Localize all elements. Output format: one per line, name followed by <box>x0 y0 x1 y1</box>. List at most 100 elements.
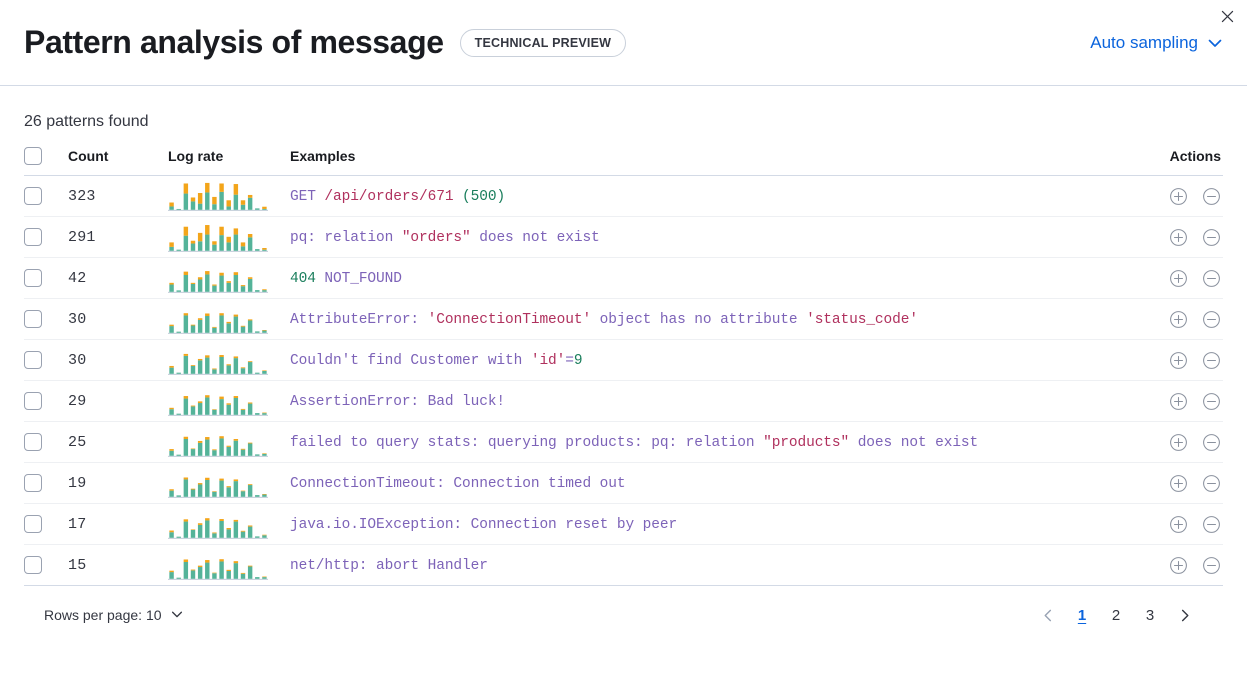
row-actions <box>1115 298 1223 340</box>
row-select-cell <box>24 503 68 545</box>
plus-circle-icon[interactable] <box>1169 228 1188 247</box>
auto-sampling-button[interactable]: Auto sampling <box>1090 33 1223 53</box>
example-token: object has no attribute <box>591 312 807 328</box>
page-button-2[interactable]: 2 <box>1101 600 1131 630</box>
row-count: 291 <box>68 216 168 258</box>
count-value: 30 <box>68 311 87 328</box>
plus-circle-icon[interactable] <box>1169 474 1188 493</box>
patterns-body: 26 patterns found Count Log rate Example… <box>0 86 1247 630</box>
row-checkbox[interactable] <box>24 392 42 410</box>
example-token: ) <box>496 189 506 205</box>
row-example: net/http: abort Handler <box>290 544 1115 586</box>
plus-circle-icon[interactable] <box>1169 556 1188 575</box>
example-token: java.io.IOException: Connection reset by… <box>290 517 678 533</box>
row-select-cell <box>24 216 68 258</box>
log-rate-header[interactable]: Log rate <box>168 147 290 176</box>
row-select-cell <box>24 544 68 586</box>
minus-circle-icon[interactable] <box>1202 351 1221 370</box>
row-actions <box>1115 544 1223 586</box>
row-actions <box>1115 216 1223 258</box>
table-row[interactable]: 25 failed to query stats: querying produc… <box>24 421 1223 463</box>
rows-per-page-button[interactable]: Rows per page: 10 <box>34 603 194 628</box>
table-row[interactable]: 30 AttributeError: 'ConnectionTimeout' ob… <box>24 298 1223 340</box>
example-token: NOT_FOUND <box>315 271 402 287</box>
close-icon[interactable] <box>1214 3 1240 29</box>
plus-circle-icon[interactable] <box>1169 269 1188 288</box>
minus-circle-icon[interactable] <box>1202 187 1221 206</box>
plus-circle-icon[interactable] <box>1169 351 1188 370</box>
minus-circle-icon[interactable] <box>1202 515 1221 534</box>
minus-circle-icon[interactable] <box>1202 310 1221 329</box>
table-row[interactable]: 323 GET /api/orders/671 (500) <box>24 175 1223 217</box>
example-token: net/http: abort Handler <box>290 558 488 574</box>
example-token: 500 <box>470 189 497 205</box>
actions-header: Actions <box>1115 147 1223 176</box>
row-checkbox[interactable] <box>24 228 42 246</box>
row-actions <box>1115 421 1223 463</box>
row-log-rate-sparkline <box>168 298 290 340</box>
example-token: 'id' <box>530 353 566 369</box>
header-left-group: Pattern analysis of message TECHNICAL PR… <box>24 23 1090 60</box>
row-checkbox[interactable] <box>24 474 42 492</box>
row-select-cell <box>24 175 68 217</box>
row-example: AttributeError: 'ConnectionTimeout' obje… <box>290 298 1115 340</box>
count-value: 19 <box>68 475 87 492</box>
count-value: 30 <box>68 352 87 369</box>
plus-circle-icon[interactable] <box>1169 310 1188 329</box>
example-token: 'status_code' <box>806 312 918 328</box>
example-token <box>453 189 462 205</box>
count-header[interactable]: Count <box>68 147 168 176</box>
minus-circle-icon[interactable] <box>1202 228 1221 247</box>
page-button-3[interactable]: 3 <box>1135 600 1165 630</box>
row-count: 29 <box>68 380 168 422</box>
row-select-cell <box>24 257 68 299</box>
row-checkbox[interactable] <box>24 433 42 451</box>
table-footer: Rows per page: 10 1 2 3 <box>24 586 1223 630</box>
minus-circle-icon[interactable] <box>1202 269 1221 288</box>
patterns-table: Count Log rate Examples Actions 323 GET /… <box>24 147 1223 586</box>
row-checkbox[interactable] <box>24 187 42 205</box>
example-text: 404 NOT_FOUND <box>290 271 402 287</box>
minus-circle-icon[interactable] <box>1202 556 1221 575</box>
row-count: 30 <box>68 298 168 340</box>
plus-circle-icon[interactable] <box>1169 515 1188 534</box>
example-token: pq: relation <box>290 230 402 246</box>
example-token: 9 <box>573 353 583 369</box>
chevron-left-icon[interactable] <box>1033 600 1063 630</box>
row-select-cell <box>24 298 68 340</box>
row-checkbox[interactable] <box>24 515 42 533</box>
minus-circle-icon[interactable] <box>1202 392 1221 411</box>
plus-circle-icon[interactable] <box>1169 187 1188 206</box>
minus-circle-icon[interactable] <box>1202 474 1221 493</box>
minus-circle-icon[interactable] <box>1202 433 1221 452</box>
select-all-checkbox[interactable] <box>24 147 42 165</box>
count-value: 25 <box>68 434 87 451</box>
row-example: failed to query stats: querying products… <box>290 421 1115 463</box>
row-example: GET /api/orders/671 (500) <box>290 175 1115 217</box>
row-checkbox[interactable] <box>24 310 42 328</box>
plus-circle-icon[interactable] <box>1169 392 1188 411</box>
example-token: 404 <box>290 271 316 287</box>
example-token: does not exist <box>849 435 979 451</box>
row-select-cell <box>24 421 68 463</box>
page-button-1[interactable]: 1 <box>1067 600 1097 630</box>
example-token: /api/orders/671 <box>324 189 454 205</box>
page-title: Pattern analysis of message <box>24 23 444 60</box>
chevron-down-icon <box>170 607 184 624</box>
count-value: 323 <box>68 188 96 205</box>
row-count: 19 <box>68 462 168 504</box>
row-checkbox[interactable] <box>24 351 42 369</box>
chevron-right-icon[interactable] <box>1169 600 1199 630</box>
row-checkbox[interactable] <box>24 556 42 574</box>
row-checkbox[interactable] <box>24 269 42 287</box>
row-log-rate-sparkline <box>168 544 290 586</box>
examples-header[interactable]: Examples <box>290 147 1115 176</box>
plus-circle-icon[interactable] <box>1169 433 1188 452</box>
